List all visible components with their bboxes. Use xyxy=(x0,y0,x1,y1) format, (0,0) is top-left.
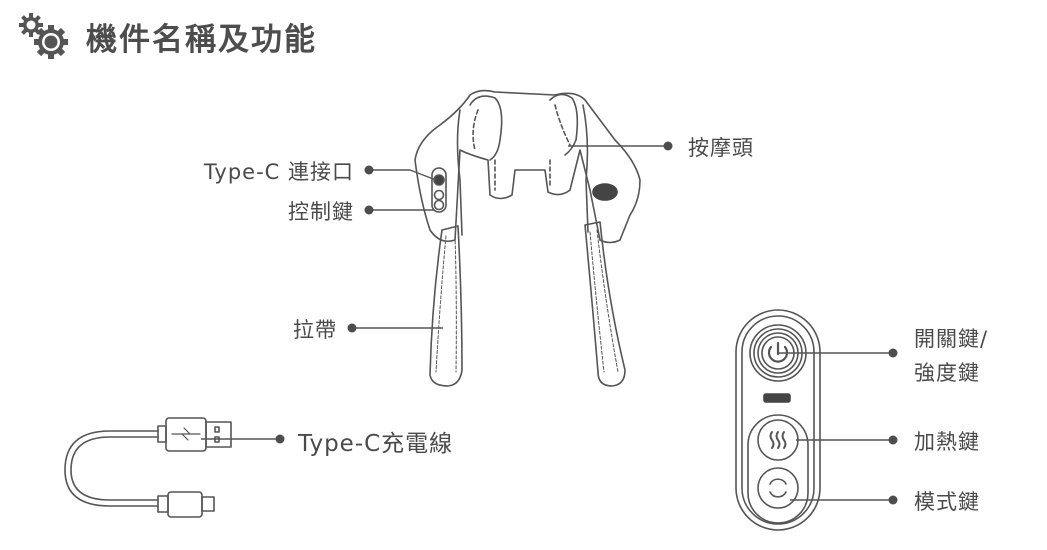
left-strap xyxy=(429,225,463,387)
label-mode-key: 模式鍵 xyxy=(914,490,980,514)
label-control-keys: 控制鍵 xyxy=(288,200,354,224)
right-strap xyxy=(584,221,626,387)
label-power-key-line2: 強度鍵 xyxy=(914,361,980,385)
label-power-key: 開關鍵/ 強度鍵 xyxy=(914,322,988,390)
label-massage-head: 按摩頭 xyxy=(688,136,754,160)
dot xyxy=(364,165,374,175)
massager-body xyxy=(414,89,641,244)
label-charging-cable: Type-C充電線 xyxy=(298,431,454,457)
remote-outline xyxy=(735,309,821,531)
gears-icon xyxy=(19,13,68,59)
label-heat-key: 加熱鍵 xyxy=(914,430,980,454)
label-power-key-line1: 開關鍵/ xyxy=(914,327,989,351)
usb-cable xyxy=(64,430,159,507)
page-title: 機件名稱及功能 xyxy=(86,22,317,58)
label-strap: 拉帶 xyxy=(293,318,337,342)
label-typec-port: Type-C 連接口 xyxy=(203,160,354,184)
logo-badge xyxy=(592,183,618,201)
